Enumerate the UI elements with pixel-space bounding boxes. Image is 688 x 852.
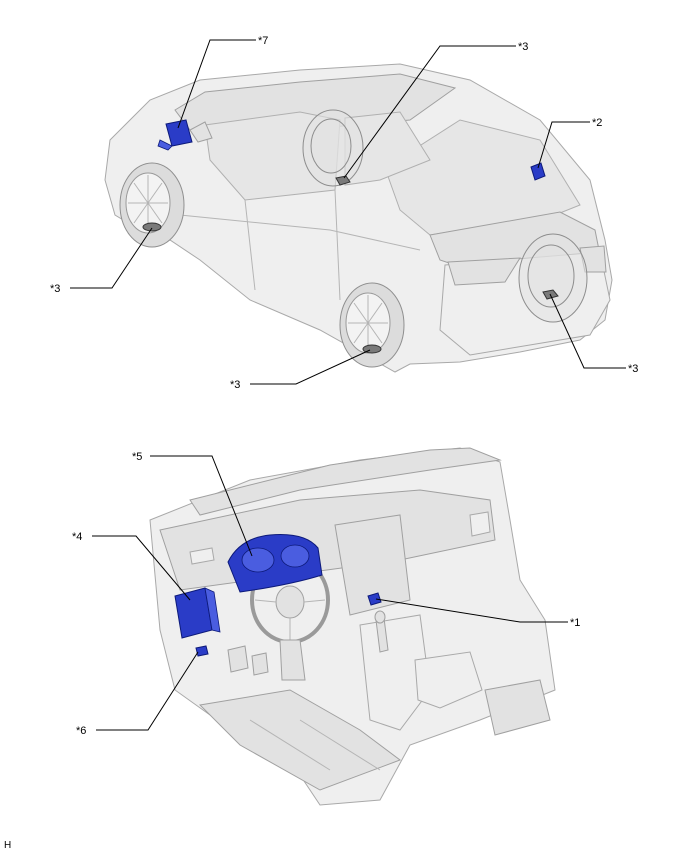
leader-3-top [343, 45, 516, 179]
leader-3-right [549, 293, 626, 369]
callout-4: *4 [72, 531, 82, 543]
callout-3-left: *3 [50, 283, 60, 295]
part-4-ecu [174, 587, 221, 639]
callout-3-top: *3 [518, 41, 528, 53]
callout-7: *7 [258, 35, 268, 47]
leader-6 [96, 651, 199, 731]
cabin-interior-illustration [149, 447, 556, 806]
callout-1: *1 [570, 617, 580, 629]
leader-3-bottom [250, 349, 371, 385]
leader-lines [70, 39, 626, 731]
part-7-module [157, 119, 193, 151]
leader-4 [92, 535, 191, 601]
tire-pressure-sensor-front-left [142, 222, 162, 232]
leader-2 [537, 121, 590, 169]
callout-3-right: *3 [628, 363, 638, 375]
part-2-module [530, 162, 546, 181]
tire-pressure-sensor-front-right [335, 175, 351, 186]
callout-6: *6 [76, 725, 86, 737]
callout-labels: *7 *3 *2 *3 *3 *3 *5 *4 *1 *6 H [4, 35, 638, 851]
part-6-connector [195, 645, 209, 657]
corner-mark: H [4, 840, 11, 851]
leader-3-left [70, 227, 153, 289]
leader-5 [150, 455, 253, 557]
leader-1 [375, 598, 568, 623]
part-5-combination-meter [227, 534, 323, 593]
callout-3-bottom: *3 [230, 379, 240, 391]
car-exterior-illustration [104, 63, 613, 373]
leader-7 [177, 39, 256, 129]
callout-2: *2 [592, 117, 602, 129]
callout-5: *5 [132, 451, 142, 463]
part-1-switch [367, 592, 382, 606]
